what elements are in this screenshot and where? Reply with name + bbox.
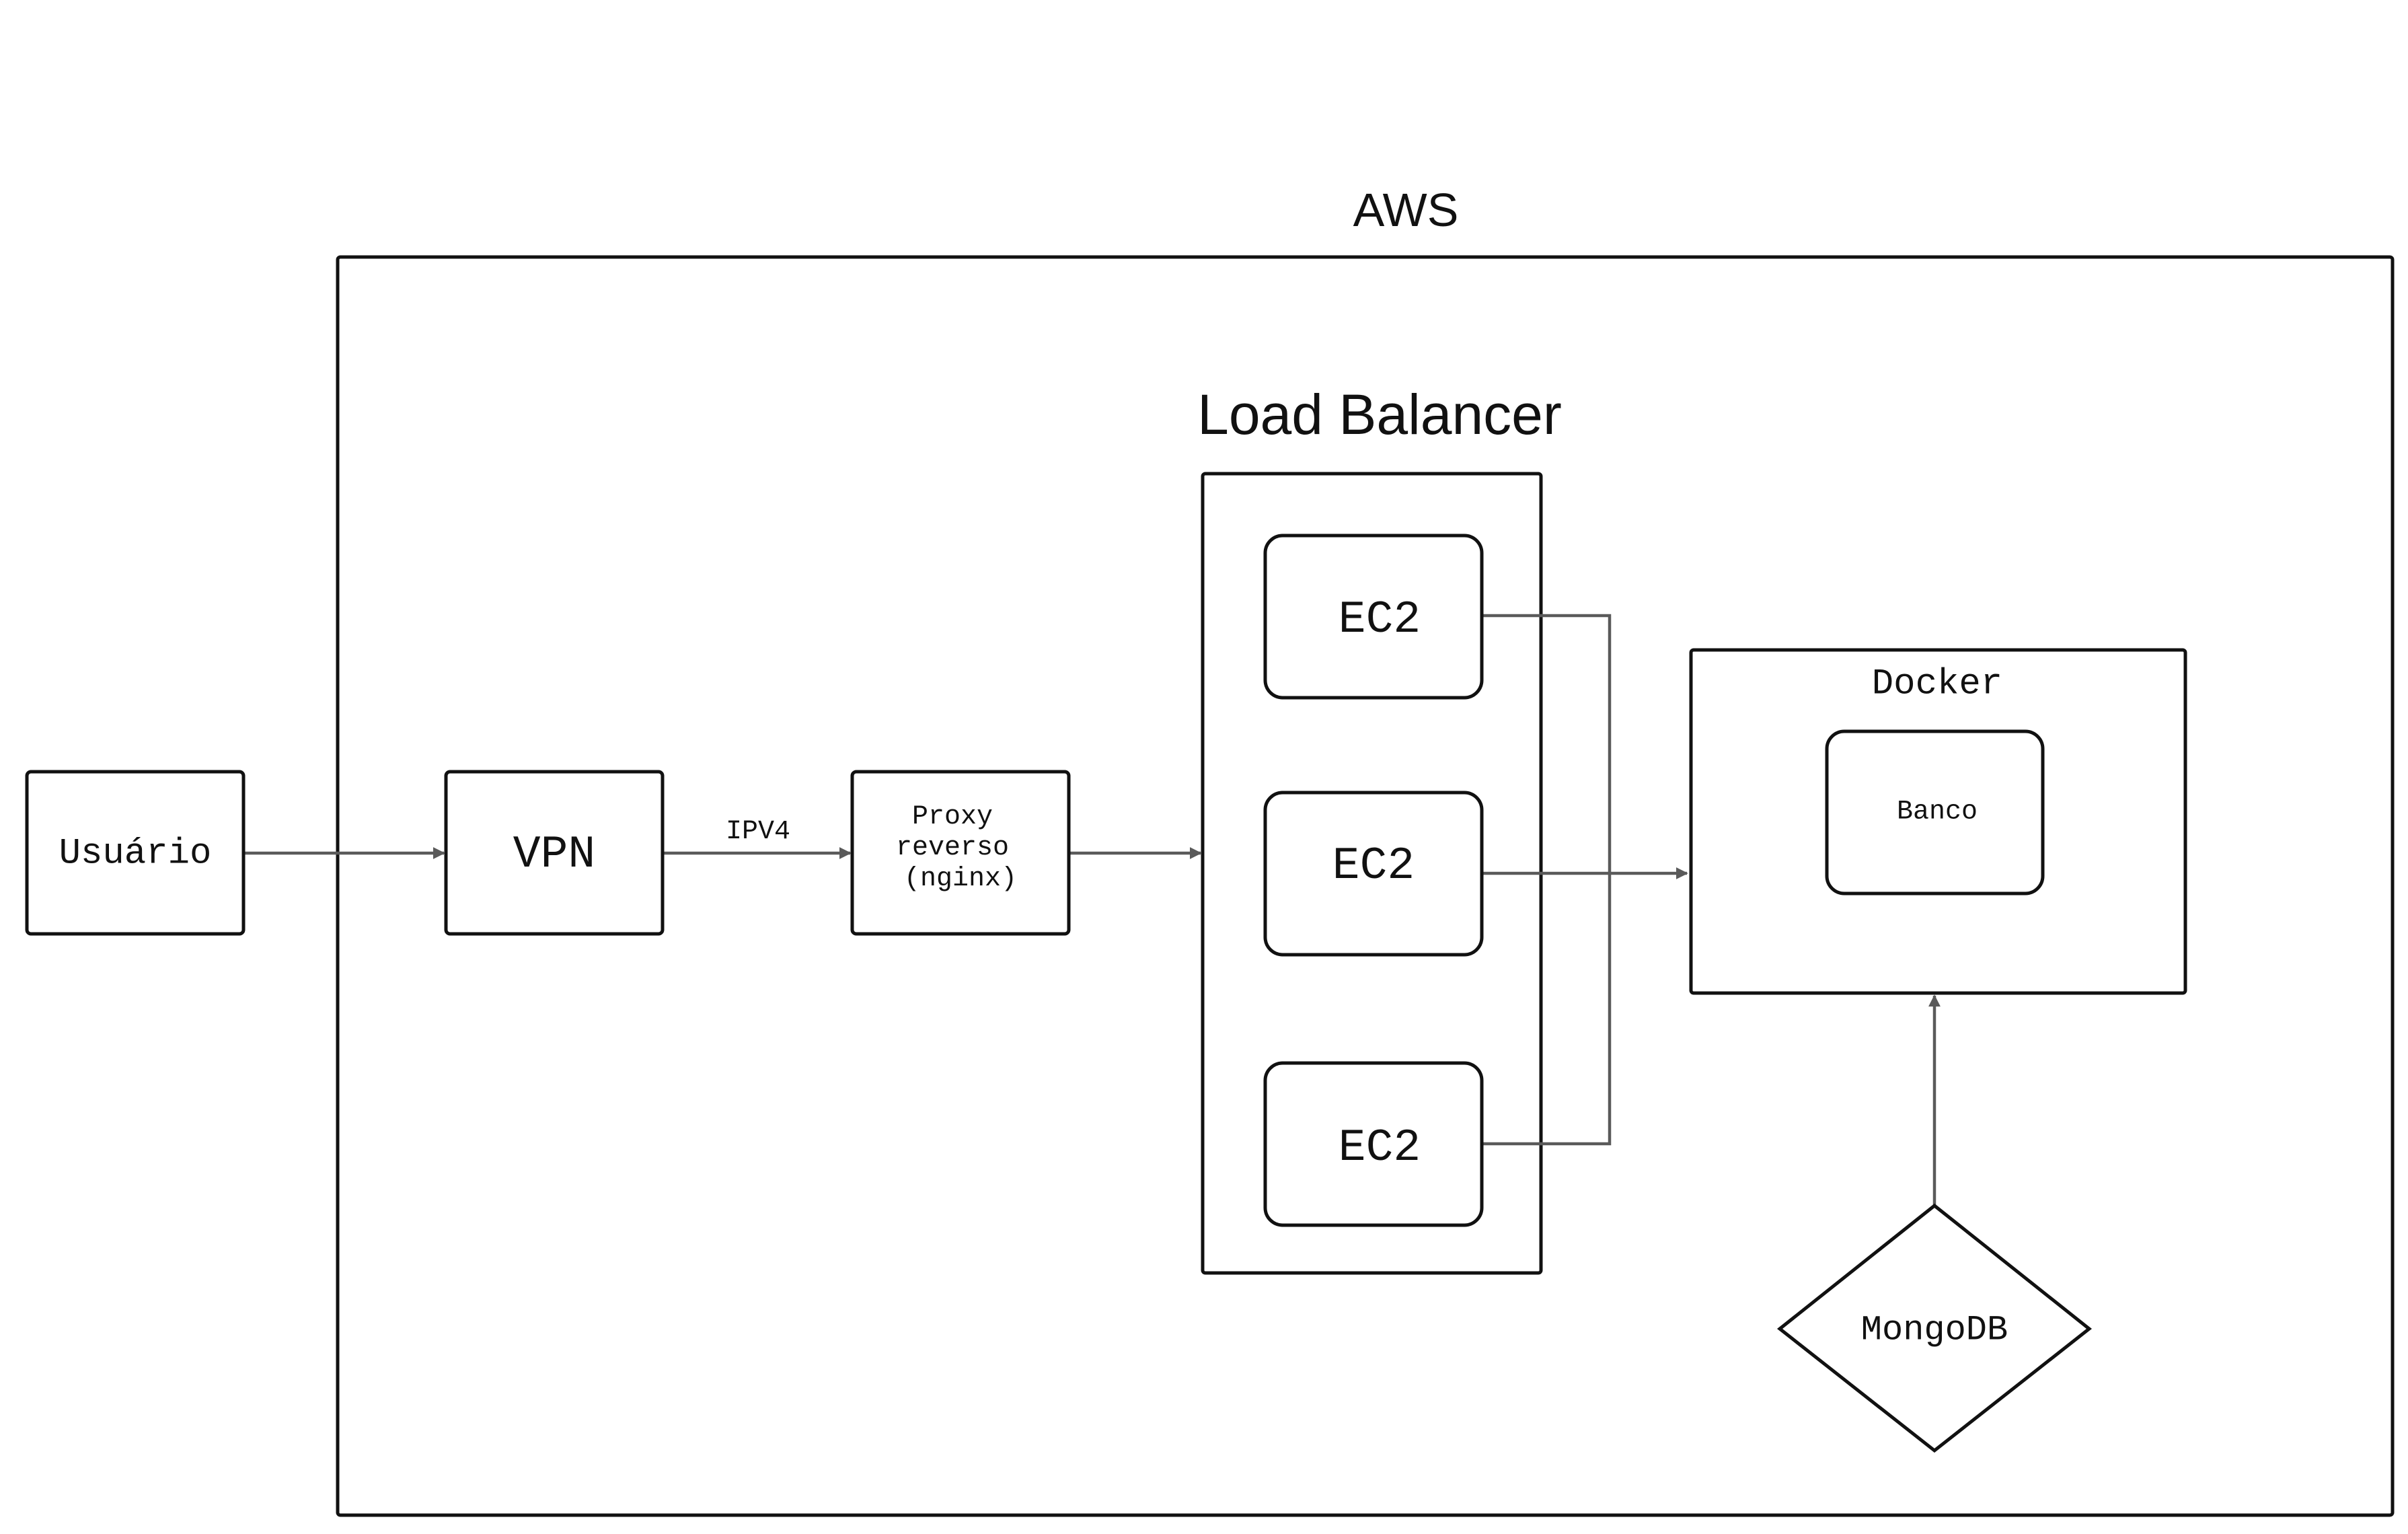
ec2-top-node: [1263, 534, 1484, 700]
ec2-top-label: EC2: [1339, 594, 1421, 646]
edge-ipv4-label: IPV4: [726, 817, 790, 847]
vpn-label: VPN: [513, 829, 595, 881]
banco-node: [1825, 729, 2045, 896]
aws-label: AWS: [1353, 184, 1459, 236]
ec2-bottom-label: EC2: [1339, 1122, 1421, 1174]
ec2-bottom-node: [1263, 1061, 1484, 1227]
docker-label: Docker: [1872, 663, 2002, 704]
edge-ec2-top-to-bus: [1482, 614, 1612, 873]
proxy-label-line-2: reverso: [896, 833, 1009, 863]
edge-ec2-bottom-to-bus: [1482, 873, 1612, 1146]
ec2-middle-label: EC2: [1332, 840, 1415, 892]
load-balancer-label: Load Balancer: [1197, 383, 1562, 446]
usuario-node: [25, 770, 246, 936]
usuario-label: Usuário: [59, 833, 212, 874]
banco-label: Banco: [1897, 797, 1978, 828]
mongodb-label: MongoDB: [1861, 1311, 2008, 1350]
vpn-node: [444, 770, 665, 936]
proxy-label: Proxy reverso (nginx): [896, 802, 1025, 894]
mongodb-node: [1776, 1203, 2093, 1453]
proxy-label-line-3: (nginx): [904, 864, 1017, 894]
ec2-middle-node: [1263, 791, 1484, 957]
proxy-label-line-1: Proxy: [912, 802, 993, 832]
proxy-node: [850, 770, 1071, 936]
